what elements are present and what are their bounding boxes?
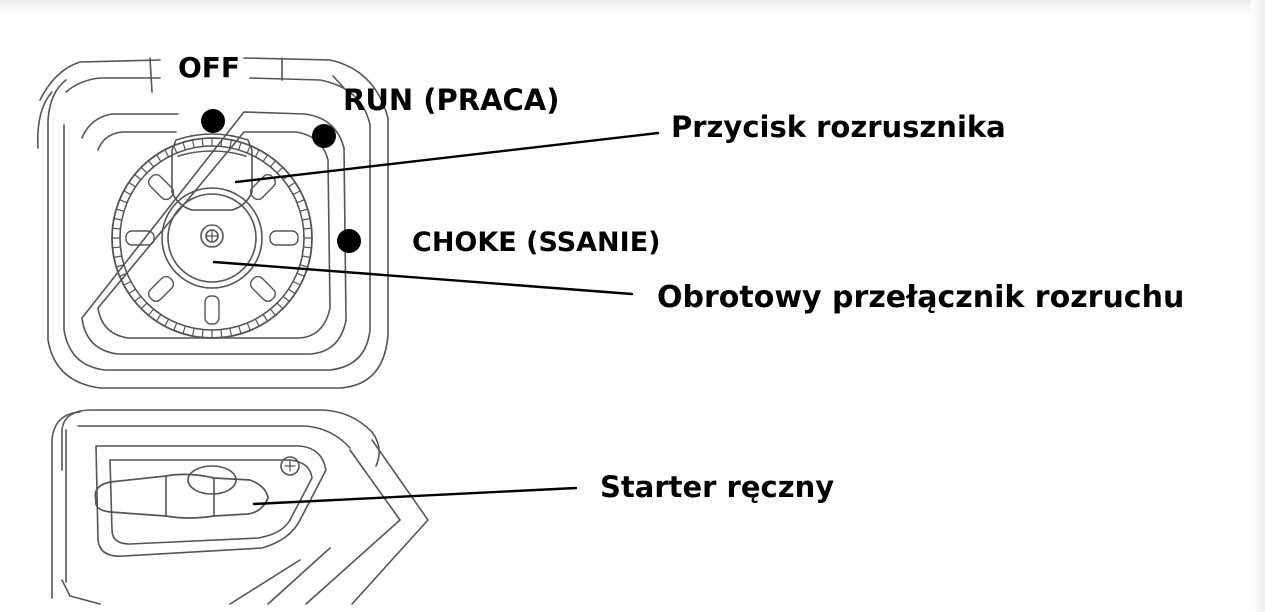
position-label-run: RUN (PRACA) xyxy=(343,83,560,117)
knob-tooth xyxy=(276,166,284,174)
knob-grip-slot xyxy=(148,275,175,302)
recoil-starter-housing xyxy=(51,409,429,605)
knob-tooth xyxy=(111,246,122,249)
knob-tooth xyxy=(191,327,195,337)
off-position-dot xyxy=(201,109,225,133)
center-screw-icon xyxy=(200,224,224,248)
start-button-cap xyxy=(171,133,253,211)
knob-grip-slot xyxy=(125,230,155,246)
run-position-dot xyxy=(312,124,336,148)
knob-tooth xyxy=(113,217,123,221)
callout-rotary-switch: Obrotowy przełącznik rozruchu xyxy=(657,280,1185,315)
knob-tooth xyxy=(229,139,233,149)
callout-recoil-starter: Starter ręczny xyxy=(600,470,835,504)
knob-tooth xyxy=(182,325,186,335)
knob-tooth xyxy=(287,288,296,295)
knob-tooth xyxy=(123,280,132,286)
knob-tooth xyxy=(123,190,132,196)
rotary-switch-leader-line xyxy=(212,260,634,296)
knob-tooth xyxy=(296,199,305,204)
knob-tooth xyxy=(201,329,204,339)
knob-tooth xyxy=(220,137,223,147)
knob-tooth xyxy=(238,141,242,151)
knob-tooth xyxy=(301,255,311,259)
position-label-off: OFF xyxy=(178,51,241,84)
knob-tooth xyxy=(118,272,128,277)
knob-tooth xyxy=(282,295,290,302)
knob-grip-slot xyxy=(269,230,299,246)
knob-tooth xyxy=(118,199,128,204)
knob-tooth xyxy=(238,325,242,335)
right-shadow-edge xyxy=(1251,0,1265,612)
knob-tooth xyxy=(201,137,204,147)
knob-grip-slot xyxy=(249,275,276,302)
knob-tooth xyxy=(164,149,170,158)
knob-tooth xyxy=(292,190,301,196)
knob-tooth xyxy=(269,308,276,316)
knob-tooth xyxy=(262,154,269,163)
knob-tooth xyxy=(299,264,309,268)
knob-tooth xyxy=(134,174,142,181)
knob-tooth xyxy=(220,329,223,339)
knob-tooth xyxy=(173,145,178,154)
knob-tooth xyxy=(303,227,313,230)
knob-tooth xyxy=(128,181,137,188)
knob-tooth xyxy=(113,255,123,259)
knob-tooth xyxy=(276,302,284,310)
knob-tooth xyxy=(296,272,305,277)
knob-tooth xyxy=(140,302,148,310)
knob-tooth xyxy=(140,166,148,174)
recoil-starter-leader-line xyxy=(252,486,578,506)
knob-grip-slots xyxy=(125,174,299,325)
knob-tooth xyxy=(254,149,260,158)
knob-grip-slot xyxy=(204,295,220,325)
position-label-choke: CHOKE (SSANIE) xyxy=(412,227,661,258)
start-button-leader-line xyxy=(234,131,660,184)
knob-tooth xyxy=(269,160,276,168)
knob-tooth xyxy=(299,208,309,212)
knob-tooth xyxy=(128,288,137,295)
knob-tooth xyxy=(246,322,251,331)
starter-handle xyxy=(94,465,269,519)
choke-position-dot xyxy=(337,229,361,253)
knob-tooth xyxy=(182,141,186,151)
knob-tooth xyxy=(164,318,170,327)
knob-tooth xyxy=(173,322,178,331)
knob-tooth xyxy=(262,313,269,322)
knob-tooth xyxy=(287,181,296,188)
callout-start-button: Przycisk rozrusznika xyxy=(671,110,1006,144)
knob-serration xyxy=(111,137,313,339)
knob-grip-slot xyxy=(148,174,175,201)
knob-tooth xyxy=(134,295,142,302)
knob-tooth xyxy=(148,160,155,168)
knob-tooth xyxy=(148,308,155,316)
knob-tooth xyxy=(229,327,233,337)
knob-tooth xyxy=(254,318,260,327)
knob-tooth xyxy=(246,145,251,154)
knob-tooth xyxy=(292,280,301,286)
knob-tooth xyxy=(111,227,122,230)
knob-tooth xyxy=(155,313,162,322)
knob-tooth xyxy=(115,208,125,212)
knob-tooth xyxy=(301,217,311,221)
top-shadow-edge xyxy=(0,0,1265,14)
knob-tooth xyxy=(191,139,195,149)
knob-tooth xyxy=(115,264,125,268)
knob-tooth xyxy=(155,154,162,163)
knob-tooth xyxy=(303,246,313,249)
